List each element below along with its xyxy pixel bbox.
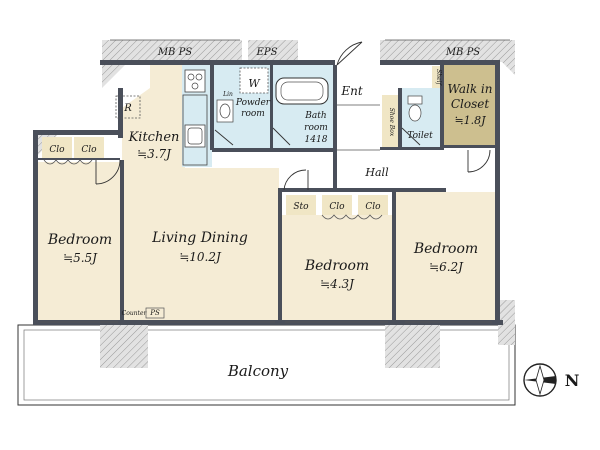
living-dining-label: Living Dining: [151, 230, 248, 246]
living-dining-size: ≒10.2J: [179, 250, 222, 264]
closet-label-a: Clo: [49, 145, 65, 155]
bathroom-label-3: 1418: [305, 135, 328, 145]
shelf-label: Shelf: [435, 69, 442, 86]
kitchen-size-label: ≒3.7J: [137, 147, 172, 161]
entrance-label: Ent: [340, 84, 362, 98]
closet-label-b: Clo: [81, 145, 97, 155]
lin-label: Lin: [222, 91, 233, 98]
shaft-areas: [33, 40, 515, 368]
walkin-closet-label-1: Walk in: [448, 82, 493, 96]
windows: [40, 39, 510, 323]
eps-label: EPS: [256, 47, 278, 58]
mbps-right-label: MB PS: [445, 47, 480, 58]
bedroom-right-label: Bedroom: [413, 241, 478, 257]
fixtures: [115, 67, 423, 166]
doors: [43, 41, 491, 220]
bedroom-left-label: Bedroom: [47, 232, 112, 248]
powder-room-label-2: room: [241, 109, 265, 119]
storage-label: Sto: [293, 202, 309, 212]
washer-label: W: [248, 77, 261, 90]
kitchen-label: Kitchen: [128, 130, 180, 145]
room-labels: MB PS EPS MB PS R W Lin Powder room Bath…: [47, 47, 493, 380]
hall-label: Hall: [364, 166, 389, 179]
bedroom-left-size: ≒5.5J: [63, 251, 98, 265]
compass-north-label: N: [565, 371, 580, 390]
counter-label: Counter: [122, 310, 148, 317]
bedroom-right-size: ≒6.2J: [429, 260, 464, 274]
closet-label-c: Clo: [329, 202, 345, 212]
powder-room-label-1: Powder: [235, 98, 271, 108]
north-compass-icon: N: [523, 363, 580, 397]
mbps-left-label: MB PS: [157, 47, 192, 58]
refrigerator-label: R: [123, 103, 132, 114]
bedroom-mid-label: Bedroom: [304, 258, 369, 274]
bathroom-label-2: room: [304, 123, 328, 133]
bathroom-label-1: Bath: [304, 111, 326, 121]
shoe-box-label: Shoe Box: [388, 108, 395, 137]
toilet-label: Toilet: [407, 131, 433, 141]
closet-label-d: Clo: [365, 202, 381, 212]
bedroom-mid-size: ≒4.3J: [320, 277, 355, 291]
walkin-closet-size: ≒1.8J: [454, 114, 486, 127]
walls: [33, 60, 503, 325]
walkin-closet-label-2: Closet: [451, 97, 490, 111]
ps-bottom-label: PS: [149, 309, 160, 317]
balcony-label: Balcony: [227, 362, 289, 380]
